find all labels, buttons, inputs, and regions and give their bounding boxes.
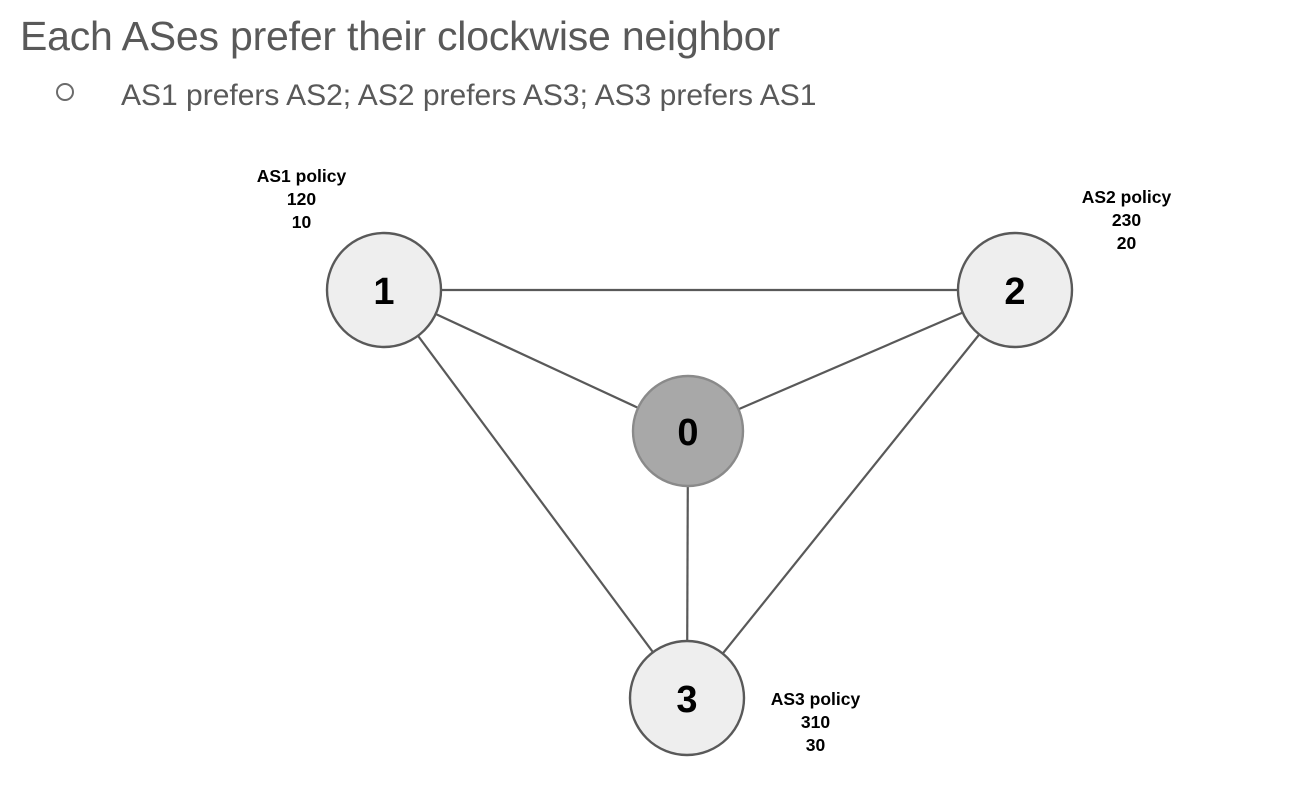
node-circle-3[interactable]: [628, 639, 746, 757]
policy-as1-route-1: 120: [286, 189, 317, 209]
graph-edges: [383, 288, 1016, 699]
policy-as1-route-2: 10: [291, 212, 312, 232]
bullet-list-item: AS1 prefers AS2; AS2 prefers AS3; AS3 pr…: [56, 78, 816, 114]
node-label-2: 2: [1004, 271, 1025, 313]
page-title: Each ASes prefer their clockwise neighbo…: [20, 13, 780, 59]
node-circle-0[interactable]: [631, 374, 745, 488]
policy-as2-title: AS2 policy: [1081, 187, 1172, 207]
policy-annotation-as1: AS1 policy 120 10: [243, 165, 360, 234]
edge-2-3: [686, 289, 1016, 699]
node-label-1: 1: [373, 271, 394, 313]
graph-node-2[interactable]: 2: [956, 231, 1074, 349]
edge-2-0: [687, 288, 1016, 433]
graph-node-0[interactable]: 0: [631, 374, 745, 488]
graph-nodes: 1 2 0 3: [325, 231, 1074, 757]
node-label-3: 3: [676, 679, 697, 721]
bullet-item-label: AS1 prefers AS2; AS2 prefers AS3; AS3 pr…: [121, 79, 817, 112]
policy-as3-route-2: 30: [805, 735, 826, 755]
policy-as3-title: AS3 policy: [770, 689, 861, 709]
policy-as1-title: AS1 policy: [256, 166, 347, 186]
policy-as2-route-2: 20: [1116, 233, 1137, 253]
node-circle-2[interactable]: [956, 231, 1074, 349]
node-label-0: 0: [677, 412, 698, 454]
graph-node-1[interactable]: 1: [325, 231, 443, 349]
policy-as2-route-1: 230: [1111, 210, 1142, 230]
policy-annotation-as2: AS2 policy 230 20: [1068, 186, 1185, 255]
policy-annotation-as3: AS3 policy 310 30: [757, 688, 874, 757]
circle-outline-bullet-icon: [56, 83, 74, 101]
edge-1-3: [383, 289, 688, 699]
graph-node-3[interactable]: 3: [628, 639, 746, 757]
node-circle-1[interactable]: [325, 231, 443, 349]
policy-as3-route-1: 310: [800, 712, 831, 732]
